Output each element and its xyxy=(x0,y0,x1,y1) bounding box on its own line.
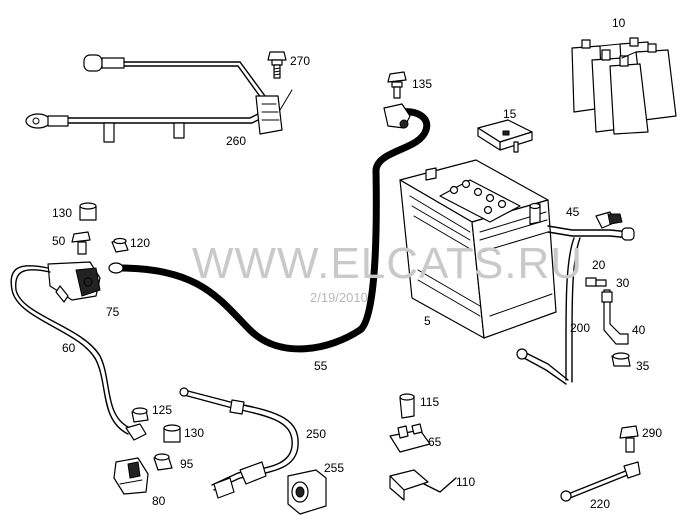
part-270-bolt xyxy=(267,51,287,79)
part-250-cable xyxy=(179,387,299,499)
part-5-battery xyxy=(399,159,557,339)
label-135: 135 xyxy=(412,77,432,91)
part-130-cap-bottom xyxy=(163,424,181,443)
label-65: 65 xyxy=(428,435,442,449)
part-50-bolt xyxy=(71,231,91,255)
part-30-bolt xyxy=(585,277,607,287)
label-115: 115 xyxy=(420,395,439,409)
part-110-holder xyxy=(389,469,457,501)
label-45: 45 xyxy=(566,205,580,219)
watermark-site: WWW.ELCATS.RU xyxy=(192,239,583,288)
part-55-cable xyxy=(108,103,431,353)
label-130-top: 130 xyxy=(52,206,72,220)
label-110: 110 xyxy=(456,475,475,489)
part-130-cap-top xyxy=(79,202,97,221)
label-130-bottom: 130 xyxy=(184,426,204,440)
label-10: 10 xyxy=(612,16,626,30)
part-260-harness xyxy=(25,54,293,143)
part-65-fuse-block xyxy=(389,423,431,453)
label-95: 95 xyxy=(180,457,194,471)
label-220: 220 xyxy=(590,497,610,511)
label-55: 55 xyxy=(314,359,328,373)
label-20: 20 xyxy=(592,258,606,272)
label-255: 255 xyxy=(324,461,344,475)
part-220-strap xyxy=(560,461,641,502)
label-5: 5 xyxy=(424,314,431,328)
part-115-fuse xyxy=(399,393,415,419)
label-15: 15 xyxy=(503,107,517,121)
watermark-date: 2/19/2010 xyxy=(310,290,368,305)
label-40: 40 xyxy=(632,323,646,337)
part-290-bolt xyxy=(619,425,639,453)
label-60: 60 xyxy=(62,341,76,355)
label-75: 75 xyxy=(106,305,120,319)
label-270: 270 xyxy=(290,54,310,68)
label-125: 125 xyxy=(152,403,172,417)
part-95-nut xyxy=(153,453,173,471)
label-35: 35 xyxy=(636,359,650,373)
part-200-cable xyxy=(516,348,569,385)
part-20-cable xyxy=(547,225,635,383)
part-75-terminal xyxy=(47,261,101,303)
label-250: 250 xyxy=(306,427,326,441)
part-255-sensor xyxy=(287,469,327,515)
part-10-bottles xyxy=(571,37,677,135)
part-15-bracket xyxy=(477,119,533,153)
part-120-nut xyxy=(111,237,129,253)
part-125-nut xyxy=(131,407,149,423)
part-135-bolt xyxy=(387,71,407,99)
watermark: WWW.ELCATS.RU 2/19/2010 xyxy=(192,239,583,305)
label-50: 50 xyxy=(52,234,66,248)
label-30: 30 xyxy=(616,276,630,290)
label-80: 80 xyxy=(152,494,166,508)
part-45-terminal xyxy=(595,211,623,229)
label-260: 260 xyxy=(226,134,246,148)
label-290: 290 xyxy=(642,426,662,440)
part-60-cable xyxy=(10,265,147,441)
part-labels: 5 10 15 20 30 35 40 45 50 55 60 65 75 80… xyxy=(52,16,662,511)
label-200: 200 xyxy=(570,321,590,335)
label-120: 120 xyxy=(130,236,150,250)
part-40-bracket xyxy=(601,289,629,345)
part-80-terminal xyxy=(113,457,149,495)
part-35-nut xyxy=(611,352,631,367)
